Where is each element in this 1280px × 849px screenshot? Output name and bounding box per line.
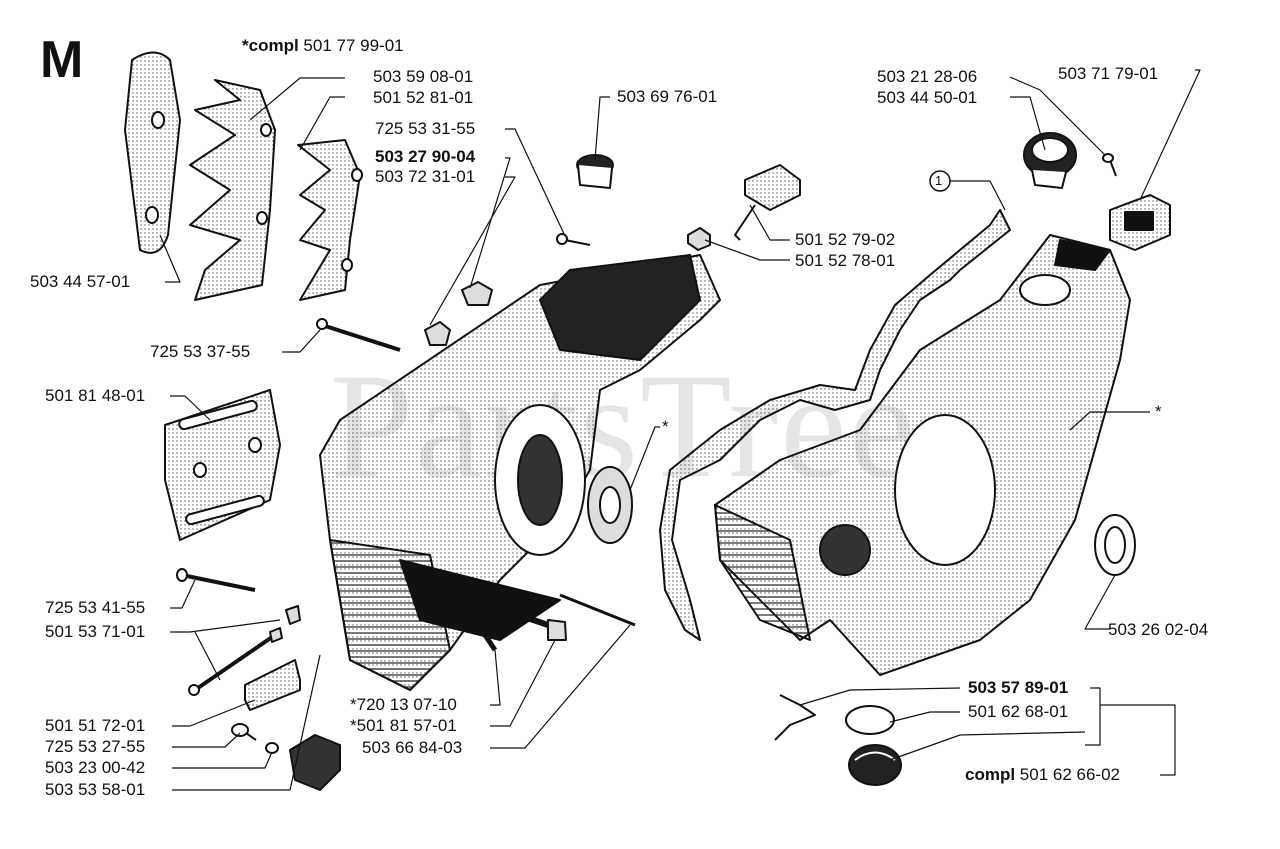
label-725-53-41-55: 725 53 41-55 xyxy=(45,598,146,617)
tension-rod xyxy=(559,593,636,627)
label-503-53-58-01: 503 53 58-01 xyxy=(45,780,146,799)
bumper-spike-inner xyxy=(297,139,361,301)
label-compl-top: *compl 501 77 99-01 xyxy=(242,36,404,56)
label-720-13-07-10: *720 13 07-10 xyxy=(350,695,457,714)
nut xyxy=(687,227,711,251)
label-503-69-76-01: 503 69 76-01 xyxy=(617,87,718,106)
label-501-81-48-01: 501 81 48-01 xyxy=(45,386,146,405)
label-503-23-00-42: 503 23 00-42 xyxy=(45,758,146,777)
cap-ring xyxy=(845,705,895,735)
label-star-right: * xyxy=(1155,402,1162,421)
label-501-53-71-01: 501 53 71-01 xyxy=(45,622,146,641)
label-503-66-84-03: 503 66 84-03 xyxy=(362,738,463,757)
label-star-mid: * xyxy=(662,417,669,436)
label-725-53-37-55: 725 53 37-55 xyxy=(150,342,251,361)
callout-circle-one xyxy=(929,170,951,192)
label-circle-one: 1 xyxy=(935,173,943,188)
bushing xyxy=(424,321,451,346)
label-503-26-02-04: 503 26 02-04 xyxy=(1108,620,1209,639)
label-503-21-28-06: 503 21 28-06 xyxy=(877,67,978,86)
fuel-cap xyxy=(848,744,902,786)
label-503-44-50-01: 503 44 50-01 xyxy=(877,88,978,107)
label-503-57-89-01: 503 57 89-01 xyxy=(968,678,1069,697)
label-compl-bottom-prefix: compl xyxy=(965,765,1016,784)
label-501-62-68-01: 501 62 68-01 xyxy=(968,702,1069,721)
small-nut xyxy=(285,605,301,625)
label-503-44-57-01: 503 44 57-01 xyxy=(30,272,131,291)
label-501-52-79-02: 501 52 79-02 xyxy=(795,230,896,249)
tensioner-bolt xyxy=(509,609,549,628)
label-503-72-31-01: 503 72 31-01 xyxy=(375,167,476,186)
label-503-27-90-04: 503 27 90-04 xyxy=(375,147,476,166)
slider-plate xyxy=(244,659,301,711)
label-compl-top-prefix: *compl xyxy=(242,36,299,55)
label-501-52-78-01: 501 52 78-01 xyxy=(795,251,896,270)
label-501-51-72-01: 501 51 72-01 xyxy=(45,716,146,735)
connector xyxy=(744,164,801,211)
label-503-27-90-04-wrap: 503 27 90-04 xyxy=(375,147,475,167)
cap-strap xyxy=(774,694,816,741)
label-501-52-81-01: 501 52 81-01 xyxy=(373,88,474,107)
label-501-81-57-01: *501 81 57-01 xyxy=(350,716,457,735)
label-503-57-89-01-wrap: 503 57 89-01 xyxy=(968,678,1068,698)
label-725-53-27-55: 725 53 27-55 xyxy=(45,737,146,756)
label-compl-bottom: compl 501 62 66-02 xyxy=(965,765,1120,785)
label-503-71-79-01: 503 71 79-01 xyxy=(1058,64,1159,83)
chain-catcher xyxy=(289,734,341,791)
chain-guide-plate xyxy=(124,51,181,254)
section-letter: M xyxy=(40,31,84,89)
label-compl-bottom-number: 501 62 66-02 xyxy=(1019,765,1120,784)
bumper-spike xyxy=(189,79,276,301)
gasket xyxy=(659,209,1011,641)
label-725-53-31-55: 725 53 31-55 xyxy=(375,119,476,138)
label-503-59-08-01: 503 59 08-01 xyxy=(373,67,474,86)
label-compl-top-number: 501 77 99-01 xyxy=(303,36,404,55)
bushing xyxy=(461,281,493,306)
